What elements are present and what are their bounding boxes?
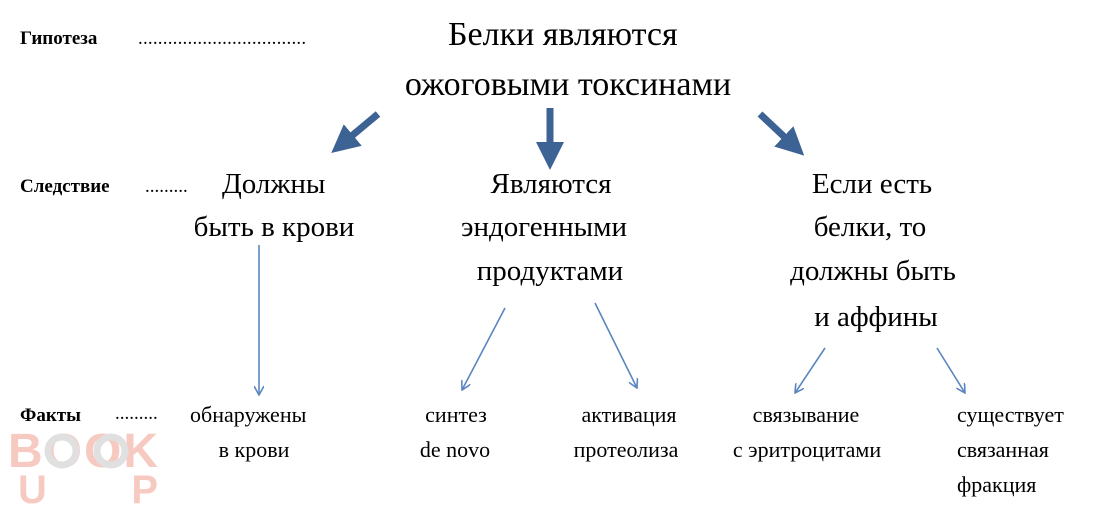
fact-1-line1: обнаружены bbox=[190, 402, 307, 427]
hypothesis-dots: .................................. bbox=[138, 28, 307, 49]
consequence-3-line4: и аффины bbox=[814, 301, 938, 333]
thin-arrow-2 bbox=[462, 307, 506, 390]
thin-arrow-4 bbox=[795, 347, 826, 393]
fact-1-line2: в крови bbox=[218, 437, 290, 462]
fact-2-line2: de novo bbox=[419, 437, 491, 462]
consequence-3-line2: белки, то bbox=[813, 211, 927, 243]
thin-arrow-3 bbox=[594, 302, 637, 388]
consequence-2-line3: продуктами bbox=[476, 255, 624, 287]
consequence-3-line3: должны быть bbox=[790, 255, 956, 287]
fact-4-line1: связывание bbox=[752, 402, 860, 427]
hypothesis-line2: ожоговыми токсинами bbox=[404, 66, 732, 103]
svg-text:BOOK: BOOK bbox=[8, 425, 158, 478]
hypothesis-line1: Белки являются bbox=[448, 16, 678, 53]
bookup-watermark-logo: BOOK UP bbox=[8, 425, 168, 512]
fact-3-line2: протеолиза bbox=[573, 437, 679, 462]
facts-dots: ......... bbox=[115, 403, 158, 424]
consequence-1-line1: Должны bbox=[222, 168, 326, 200]
fact-5-line3: фракция bbox=[957, 472, 1037, 497]
thick-arrow-right bbox=[757, 111, 805, 156]
hypothesis-label: Гипотеза bbox=[20, 28, 98, 49]
facts-label: Факты bbox=[20, 405, 81, 426]
consequence-label: Следствие bbox=[20, 176, 110, 197]
fact-4-line2: с эритроцитами bbox=[732, 437, 882, 462]
consequence-dots: ......... bbox=[145, 176, 188, 197]
consequence-3-line1: Если есть bbox=[811, 168, 933, 200]
fact-2-line1: синтез bbox=[425, 402, 487, 427]
fact-3-line1: активация bbox=[581, 402, 677, 427]
consequence-2-line2: эндогенными bbox=[461, 211, 627, 243]
consequence-2-line1: Являются bbox=[490, 168, 612, 200]
fact-5-line2: связанная bbox=[957, 437, 1049, 462]
fact-5-line1: существует bbox=[957, 402, 1064, 427]
thin-arrow-5 bbox=[936, 347, 965, 393]
thick-arrow-left bbox=[331, 111, 381, 153]
consequence-1-line2: быть в крови bbox=[193, 211, 355, 243]
